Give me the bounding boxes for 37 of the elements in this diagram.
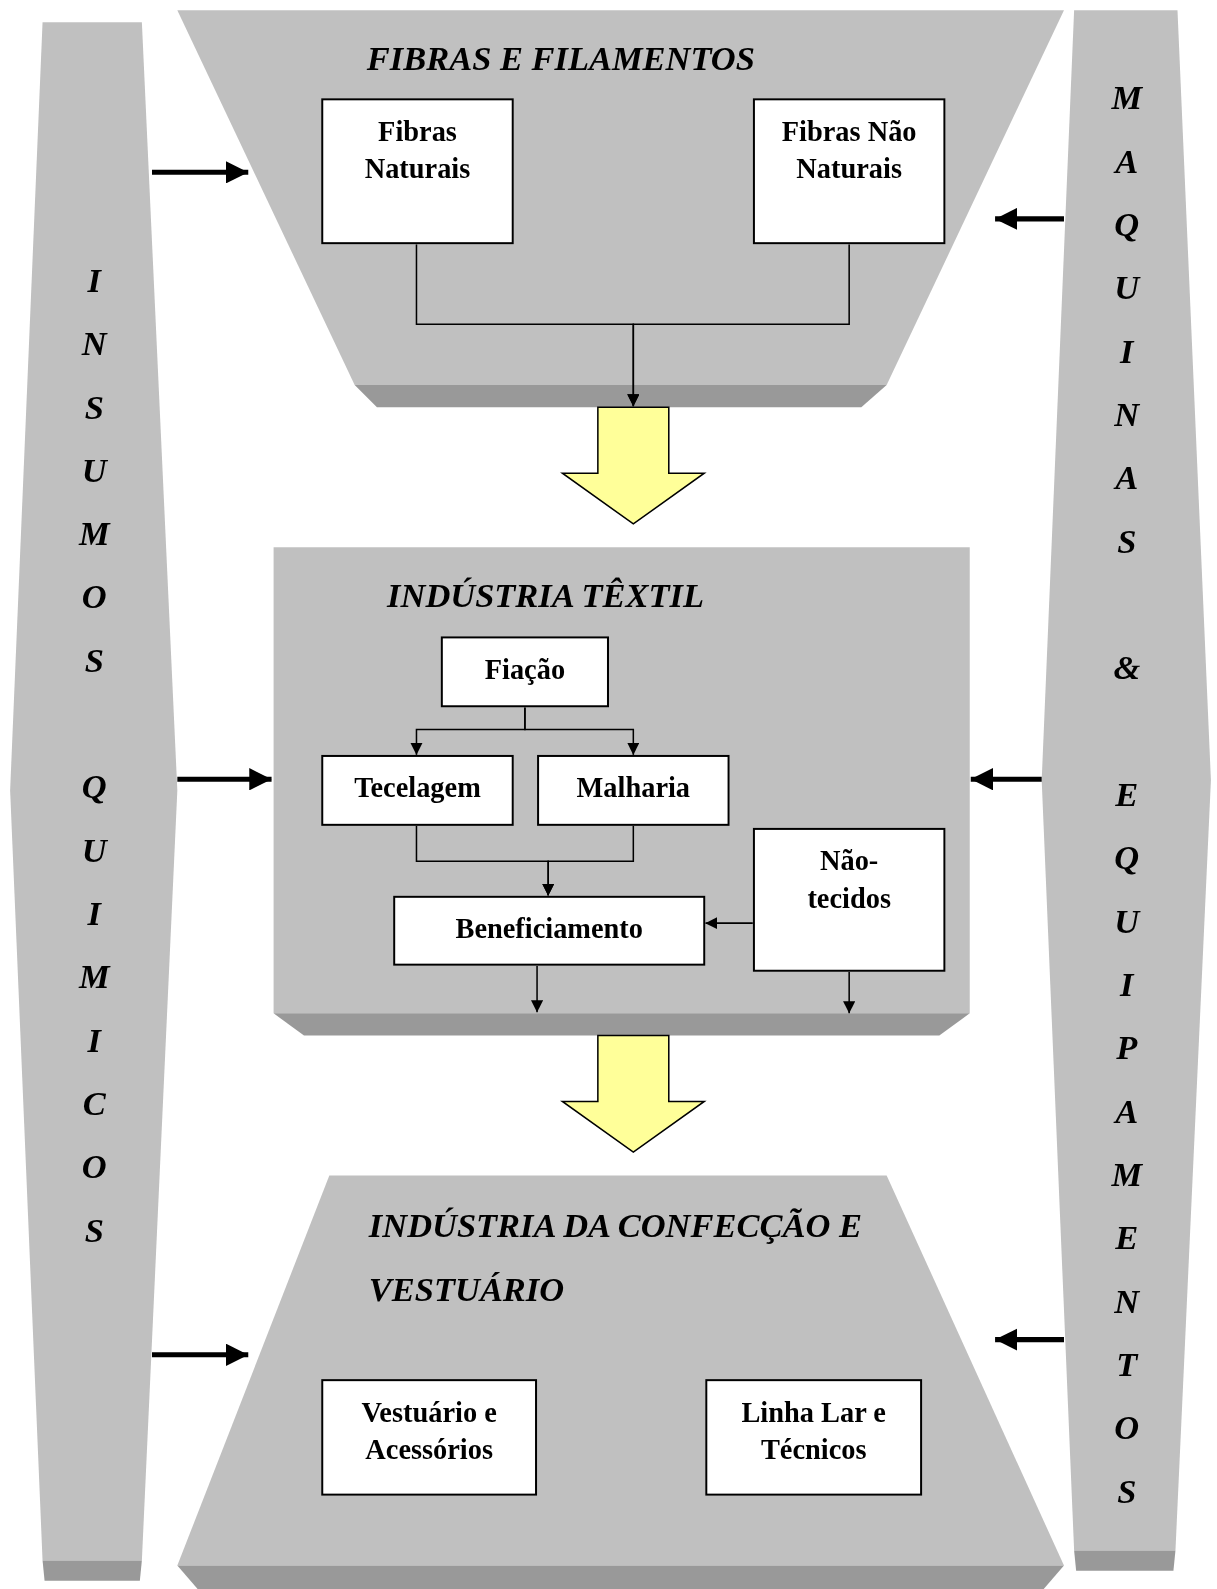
arrow (177, 768, 272, 791)
process-box (321, 754, 514, 826)
stage-title: FIBRAS E FILAMENTOS (366, 38, 756, 79)
block-arrow (560, 406, 707, 525)
arrow (970, 768, 1042, 791)
process-box (393, 895, 706, 966)
box-label: Não-tecidos (806, 844, 892, 916)
process-box (705, 1379, 923, 1496)
arrow (152, 161, 249, 184)
arrow (531, 964, 544, 1014)
box-label: Fiação (484, 652, 566, 687)
process-box (537, 754, 730, 826)
vertical-label: INSUMOS QUIMICOS (74, 261, 114, 1275)
box-label: Tecelagem (354, 771, 481, 806)
box-label: Vestuário e Acessórios (360, 1395, 498, 1468)
arrow (542, 825, 635, 897)
arrow (704, 917, 754, 930)
block-arrow (560, 1034, 707, 1154)
arrow (843, 971, 856, 1015)
box-label: Linha Lar e Técnicos (740, 1395, 887, 1468)
process-box (440, 636, 609, 708)
arrow (995, 1328, 1064, 1351)
process-box (321, 1379, 538, 1496)
arrow (152, 1343, 249, 1366)
box-label: Beneficiamento (455, 912, 643, 947)
process-box (321, 98, 514, 245)
stage-title: INDÚSTRIA TÊXTIL (387, 575, 705, 617)
vertical-label: MAQUINAS & EQUIPAMENTOS (1107, 79, 1147, 1536)
box-label: Fibras Não Naturais (780, 114, 918, 187)
process-box (752, 98, 946, 245)
arrow (995, 207, 1064, 230)
box-label: Fibras Naturais (363, 114, 472, 187)
arrow (627, 243, 850, 408)
process-box (752, 827, 946, 972)
stage-title: INDÚSTRIA DA CONFECÇÃO E VESTUÁRIO (368, 1205, 863, 1311)
box-label: Malharia (576, 771, 691, 806)
arrow (524, 706, 640, 756)
